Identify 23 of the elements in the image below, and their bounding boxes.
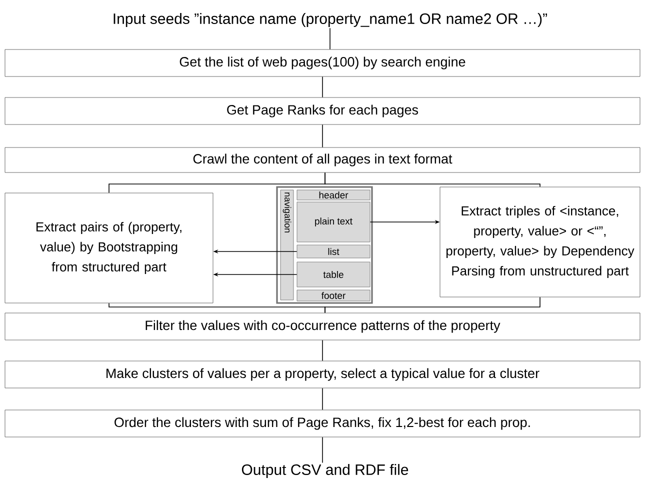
process-box: Crawl the content of all pages in text format bbox=[4, 147, 640, 173]
connector bbox=[322, 340, 323, 362]
process-box: Get Page Ranks for each pages bbox=[4, 97, 640, 125]
page-part-box: footer bbox=[296, 290, 370, 302]
flow-text: Output CSV and RDF file bbox=[242, 464, 408, 478]
connector bbox=[324, 296, 540, 314]
process-box: Order the clusters with sum of Page Ranks, fix 1,2-best for each prop. bbox=[4, 410, 640, 438]
page-part-box: header bbox=[296, 190, 370, 200]
process-box: Filter the values with co-occurrence patterns of the property bbox=[4, 312, 640, 340]
page-part-box: navigation bbox=[280, 190, 294, 300]
connector bbox=[324, 172, 540, 188]
process-box: Get the list of web pages(100) by search engine bbox=[4, 49, 640, 77]
connector bbox=[322, 124, 323, 148]
flow-text: Input seeds ”instance name (property_name1 OR name2 OR …)” bbox=[114, 13, 547, 27]
process-box: Extract triples of <instance, property, value> or <“”, property, value> by Dependency Parsing from unstructured part bbox=[440, 186, 640, 298]
page-part-box: list bbox=[296, 244, 370, 258]
web-page-drawing bbox=[276, 186, 373, 304]
process-box: Make clusters of values per a property, select a typical value for a cluster bbox=[4, 360, 640, 388]
page-part-box: table bbox=[296, 262, 370, 288]
connector bbox=[322, 388, 323, 410]
connector bbox=[322, 436, 323, 464]
connector bbox=[322, 76, 323, 98]
process-box: Extract pairs of (property, value) by Bootstrapping from structured part bbox=[4, 192, 214, 304]
